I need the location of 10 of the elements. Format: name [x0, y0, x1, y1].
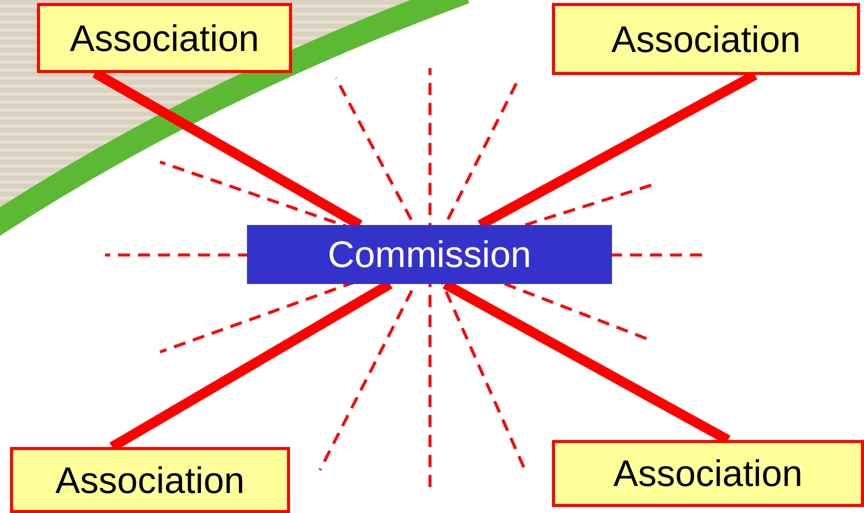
commission-box — [247, 225, 612, 284]
association-box — [552, 440, 864, 507]
node-label: Commission — [328, 236, 532, 273]
node-label: Association — [613, 455, 803, 492]
association-box — [10, 447, 290, 513]
node-label: Association — [70, 20, 260, 56]
node-label: Association — [611, 20, 801, 58]
node-label: Association — [55, 462, 245, 498]
association-box — [552, 3, 860, 75]
association-box — [37, 3, 292, 73]
